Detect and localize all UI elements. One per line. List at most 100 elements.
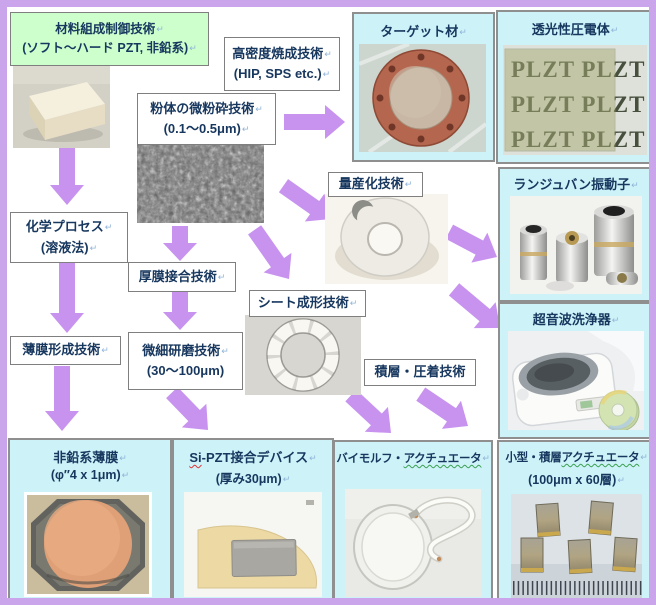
powder-sem-art [137,143,264,223]
segmented-ring-art [245,315,361,395]
chemical-line1: 化学プロセス↵ [25,219,113,235]
thin-film-line1: 薄膜形成技術↵ [22,342,109,358]
lamination-box: 積層・圧着技術 [364,359,476,386]
sheet-forming-line1: シート成形技術↵ [257,295,358,311]
return-mark: ↵ [640,452,648,462]
mass-production-box: 量産化技術↵ [328,172,423,197]
lamination-line1: 積層・圧着技術 [374,364,466,380]
mass-production-line1: 量産化技術↵ [338,176,413,192]
return-mark: ↵ [610,25,619,35]
ceramic-block-photo [13,64,110,148]
cleaner-art [508,331,644,430]
return-mark: ↵ [221,345,229,356]
arrow-milling-to-target [284,105,345,139]
ring-art [325,194,448,284]
langevin-art [510,196,642,294]
cleaner-photo [508,331,644,430]
plzt-art: PLZT PLZT PLZT PLZT PLZT PLZT [503,45,647,155]
bimorph-panel: バイモルフ・アクチュエータ↵ [333,440,493,605]
langevin-title: ランジュバン振動子↵ [513,177,639,192]
powder-milling-box: 粉体の微粉砕技術↵ (0.1〜0.5μm)↵ [137,93,276,145]
milling-line1: 粉体の微粉砕技術↵ [150,100,263,116]
return-mark: ↵ [482,453,490,463]
return-mark: ↵ [611,315,620,325]
bimorph-art [345,489,481,597]
arrow-lamination-to-multilayer [416,387,468,429]
target-title: ターゲット材↵ [380,24,467,39]
return-mark: ↵ [119,453,127,463]
return-mark: ↵ [217,271,226,282]
return-mark: ↵ [104,222,113,233]
return-mark: ↵ [189,43,197,53]
si-pzt-panel: Si-PZT接合デバイス↵ (厚み30μm)↵ [172,438,334,605]
cleaner-title: 超音波洗浄器↵ [532,312,620,327]
arrow-chemical-to-thinfilm [50,262,84,333]
lead-free-subtitle: (φ″4 x 1μm)↵ [50,468,130,482]
return-mark: ↵ [156,23,164,34]
si-pzt-art [184,492,322,597]
plzt-panel: 透光性圧電体↵ PLZT PLZT PLZT PLZT PLZT PLZT [496,10,654,164]
bimorph-photo [345,489,481,597]
return-mark: ↵ [101,345,109,356]
plzt-title: 透光性圧電体↵ [531,22,619,37]
lead-free-photo [24,492,152,597]
si-pzt-subtitle: (厚み30μm)↵ [215,472,291,486]
multilayer-subtitle: (100μm x 60層)↵ [528,473,625,487]
high-density-sintering-box: 高密度焼成技術↵ (HIP, SPS etc.)↵ [224,37,340,91]
return-mark: ↵ [459,27,467,37]
actuator-blocks [520,500,638,575]
chemical-process-box: 化学プロセス↵ (溶液法)↵ [10,212,128,263]
sintering-line2: (HIP, SPS etc.)↵ [233,66,331,81]
material-line2: (ソフト〜ハード PZT, 非鉛系)↵ [22,41,197,55]
return-mark: ↵ [617,475,625,485]
return-mark: ↵ [631,180,639,190]
cleaner-panel: 超音波洗浄器↵ [498,302,654,439]
bimorph-title-tail: アクチュエータ [403,453,482,465]
return-mark: ↵ [324,48,332,59]
return-mark: ↵ [404,179,413,190]
arrow-powder-to-thickfilm [163,226,197,261]
mass-production-ring-photo [325,194,448,284]
thick-film-bonding-box: 厚膜接合技術↵ [128,262,236,292]
chemical-line2: (溶液法)↵ [40,239,98,255]
sintering-line1: 高密度焼成技術↵ [232,45,332,61]
arrow-ring-to-langevin [445,224,497,263]
arrow-thinfilm-to-leadfree [45,366,79,431]
multilayer-art [511,494,642,598]
lead-free-title: 非鉛系薄膜↵ [53,450,127,465]
lead-free-panel: 非鉛系薄膜↵ (φ″4 x 1μm)↵ [8,438,172,605]
plzt-photo: PLZT PLZT PLZT PLZT PLZT PLZT [503,45,647,155]
return-mark: ↵ [255,103,263,114]
si-pzt-title: Si-PZT接合デバイス↵ [189,450,317,465]
ceramic-block-art [13,64,110,148]
bimorph-title: バイモルフ・アクチュエータ↵ [336,453,490,465]
return-mark: ↵ [89,242,98,253]
return-mark: ↵ [349,298,358,309]
return-mark: ↵ [241,124,250,134]
multilayer-photo [511,494,642,598]
fine-polishing-box: 微細研磨技術↵ (30〜100μm) [128,332,243,390]
thin-film-forming-box: 薄膜形成技術↵ [10,336,121,365]
target-art [359,44,486,152]
langevin-photo [510,196,642,294]
arrow-thickfilm-to-polishing [163,292,197,330]
powder-sem-photo [137,143,264,223]
return-mark: ↵ [121,470,130,480]
material-line1: 材料組成制御技術↵ [55,21,164,36]
milling-line2: (0.1〜0.5μm)↵ [163,121,250,136]
si-pzt-title-head: Si [189,450,202,465]
return-mark: ↵ [309,453,317,463]
multilayer-panel: 小型・積層アクチュエータ↵ (100μm x 60層)↵ [497,440,656,605]
langevin-panel: ランジュバン振動子↵ [498,167,654,302]
thick-film-line1: 厚膜接合技術↵ [138,268,226,284]
multilayer-title: 小型・積層アクチュエータ↵ [505,452,648,464]
sheet-forming-box: シート成形技術↵ [249,290,366,317]
wafer-art [27,495,149,594]
material-composition-box: 材料組成制御技術↵ (ソフト〜ハード PZT, 非鉛系)↵ [10,12,209,66]
transducer-cylinders [520,205,638,291]
multilayer-title-tail: アクチュエータ [561,452,640,464]
arrow-material-to-chemical [50,147,84,205]
target-photo [359,44,486,152]
return-mark: ↵ [322,69,331,79]
